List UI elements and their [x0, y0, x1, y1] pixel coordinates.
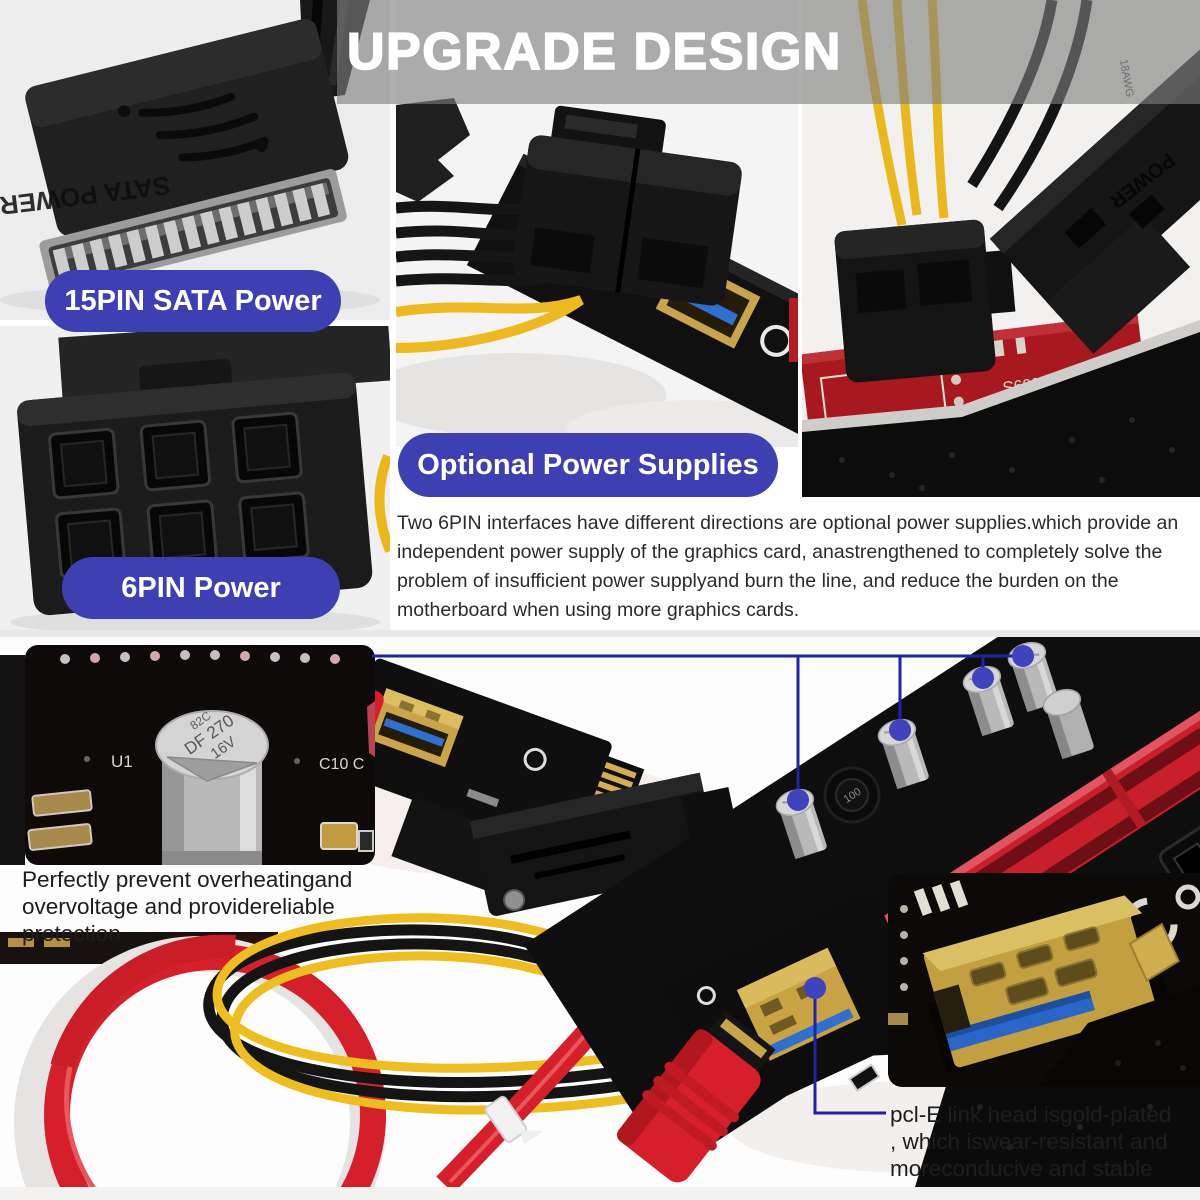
sixpin-connector-on-board [834, 219, 1016, 383]
label-pill-15pin-sata: 15PIN SATA Power [45, 270, 341, 332]
caption-line: overvoltage and providereliable [22, 894, 335, 919]
gold-pads [27, 789, 93, 851]
banner-title: UPGRADE DESIGN [346, 22, 842, 82]
vent-score [166, 756, 258, 782]
sixpin-plug [512, 105, 742, 306]
white-cable-tie [484, 1095, 544, 1145]
foam-corner [1038, 985, 1200, 1087]
pcie-bracket [396, 98, 470, 202]
yellow-wire [396, 295, 584, 353]
sixpin-holes [48, 411, 310, 579]
sata-connector-body: SATA POWER [0, 18, 349, 293]
pill-label: Optional Power Supplies [417, 448, 759, 481]
silkscreen-ring [696, 985, 716, 1005]
description-line: Two 6PIN interfaces have different direc… [397, 512, 1179, 534]
caption-line: , which iswear-resistant and [890, 1129, 1168, 1154]
silkscreen-ring-small [1175, 884, 1200, 910]
yellow-wire [374, 454, 390, 553]
gold-usb-port [367, 688, 464, 768]
screw [503, 889, 526, 912]
photo-15pin-sata-connector: SATA POWER [0, 0, 390, 320]
silkscreen-mark [466, 788, 500, 808]
description-line: independent power supply of the graphics… [397, 541, 1163, 563]
stamped-contacts [969, 926, 1101, 1006]
pcb-edge-left [0, 655, 25, 865]
bent-tab [1128, 922, 1180, 982]
solder-column [888, 905, 908, 1025]
title-banner: UPGRADE DESIGN [337, 0, 1200, 104]
section-divider [0, 630, 1200, 638]
caption-line: protection [22, 921, 121, 946]
caption-gold-plated-link: pcl-E link head isgold-plated , which is… [890, 1101, 1200, 1182]
solder-dots [60, 650, 340, 664]
photo-bottom-edge [0, 1187, 1200, 1200]
usb-blue-tongue [383, 718, 445, 747]
inset-photo-capacitor: U1 C10 C 82C DF 270 16V [25, 645, 375, 865]
silkscreen-ring [760, 324, 793, 357]
silkscreen-u1: U1 [111, 752, 133, 771]
foam-texture [1115, 1040, 1186, 1071]
foam-texture [839, 417, 1175, 491]
smd-capacitor [320, 822, 374, 852]
caption-overheat-protection: Perfectly prevent overheatingand overvol… [22, 866, 392, 947]
red-usb-cable-loop [14, 934, 386, 1187]
caption-line: pcl-E link head isgold-plated [890, 1102, 1172, 1127]
pill-label: 6PIN Power [121, 571, 281, 604]
red-usb-plug-bottom [617, 1010, 776, 1183]
silkscreen-ring [523, 747, 547, 771]
silkscreen-bars [913, 880, 969, 916]
caption-line: Perfectly prevent overheatingand [22, 867, 353, 892]
label-pill-6pin: 6PIN Power [62, 557, 340, 619]
sixpin-connector-body [17, 358, 373, 616]
silkscreen-c10: C10 C [319, 756, 364, 773]
red-board-edge [789, 298, 798, 362]
table-edge [802, 320, 1200, 434]
label-pill-optional-power: Optional Power Supplies [398, 433, 778, 497]
photo-main-riser-kit: PCE164P-N08 VER [0, 637, 1200, 1187]
capacitor-5 [1042, 688, 1094, 760]
foam-mat [802, 332, 1200, 497]
caption-line: moreconducive and stable [890, 1156, 1153, 1181]
description-text: Two 6PIN interfaces have different direc… [397, 509, 1179, 625]
description-line: motherboard when using more graphics car… [397, 599, 800, 621]
pill-label: 15PIN SATA Power [64, 284, 322, 317]
description-line: problem of insufficient power supplyand … [397, 570, 1119, 592]
red-cable-hint [367, 701, 375, 757]
inset-photo-pcie-gold-connector [888, 873, 1200, 1087]
sata-connector-pins [39, 169, 347, 293]
inductor-100: 100 [823, 766, 881, 824]
electrolytic-capacitor: 82C DF 270 16V [155, 708, 269, 865]
